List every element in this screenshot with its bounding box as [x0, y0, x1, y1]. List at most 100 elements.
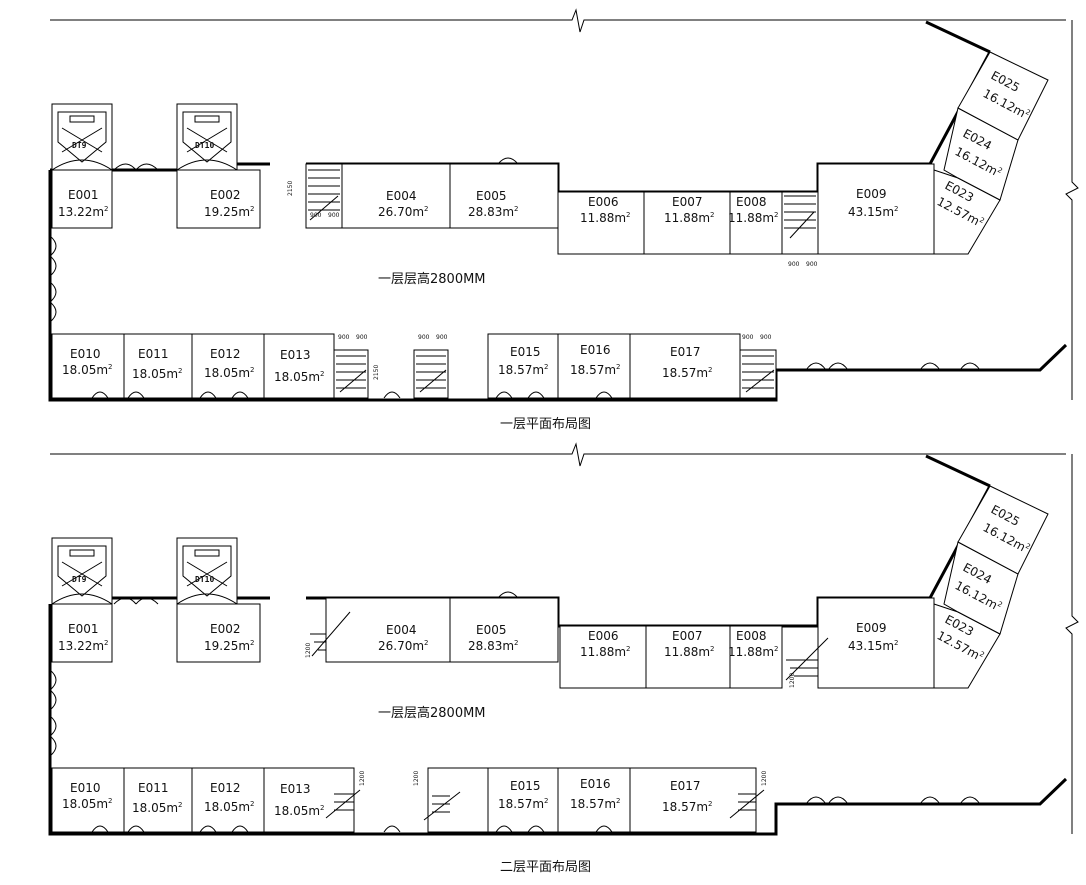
- dimension: 900: [328, 212, 340, 219]
- room-area: 13.22m2: [58, 205, 109, 219]
- room-e015: [487, 333, 559, 399]
- room-area: 11.88m2: [728, 211, 779, 225]
- dimension: 1200: [305, 643, 312, 658]
- room-e013: [263, 333, 335, 399]
- height-note: 一层层高2800MM: [378, 271, 486, 287]
- room-area: 18.57m2: [662, 366, 713, 380]
- room-area: 28.83m2: [468, 205, 519, 219]
- room-id: E007: [672, 629, 703, 643]
- room-id: E016: [580, 343, 611, 357]
- room-id: E005: [476, 623, 507, 637]
- room-area: 28.83m2: [468, 639, 519, 653]
- elevator-label: DT10: [195, 141, 214, 150]
- room-id: E002: [210, 622, 241, 636]
- room-e014: [427, 767, 489, 833]
- room-area: 18.05m2: [204, 800, 255, 814]
- room-area: 18.05m2: [62, 363, 113, 377]
- elevator-dt9: DT9: [51, 103, 113, 171]
- room-e009: [817, 597, 935, 689]
- room-area: 19.25m2: [204, 639, 255, 653]
- room-e005: [449, 163, 559, 229]
- room-area: 18.05m2: [274, 370, 325, 384]
- dimension: 900: [338, 334, 350, 341]
- stair-icon: [785, 637, 829, 681]
- elevator-dt9: DT9: [51, 537, 113, 605]
- room-area: 13.22m2: [58, 639, 109, 653]
- dimension: 900: [742, 334, 754, 341]
- room-e017: [629, 333, 741, 399]
- room-id: E013: [280, 782, 311, 796]
- room-e012: [191, 333, 265, 399]
- room-e005: [449, 597, 559, 663]
- room-area: 26.70m2: [378, 639, 429, 653]
- room-id: E013: [280, 348, 311, 362]
- room-id: E012: [210, 347, 241, 361]
- room-e016: [557, 333, 631, 399]
- floor-caption: 一层平面布局图: [500, 417, 591, 432]
- stair-icon: [310, 611, 351, 657]
- room-id: E009: [856, 621, 887, 635]
- dimension: 2150: [373, 365, 380, 380]
- dimension: 900: [418, 334, 430, 341]
- room-area: 43.15m2: [848, 205, 899, 219]
- room-id: E007: [672, 195, 703, 209]
- room-area: 18.05m2: [274, 804, 325, 818]
- height-note: 一层层高2800MM: [378, 705, 486, 721]
- room-area: 26.70m2: [378, 205, 429, 219]
- room-area: 18.57m2: [498, 363, 549, 377]
- room-id: E008: [736, 629, 767, 643]
- break-line: [50, 442, 1066, 467]
- dimension: 1200: [761, 771, 768, 786]
- boundary-line: [1065, 20, 1079, 400]
- room-area: 18.05m2: [62, 797, 113, 811]
- dimension: 900: [760, 334, 772, 341]
- room-e013: [263, 767, 355, 833]
- room-e004: [341, 163, 451, 229]
- stair-box: [305, 163, 343, 229]
- stair-icon: [742, 355, 775, 393]
- room-e011: [123, 767, 193, 833]
- room-e009: [817, 163, 935, 255]
- stair-icon: [416, 355, 447, 393]
- room-id: E001: [68, 622, 99, 636]
- room-id: E015: [510, 345, 541, 359]
- room-area: 11.88m2: [580, 645, 631, 659]
- room-e025: [957, 485, 1049, 575]
- room-e006: [557, 191, 645, 255]
- door-swing: [49, 235, 57, 323]
- room-area: 18.57m2: [570, 363, 621, 377]
- exterior-wall: [925, 454, 991, 488]
- room-area: 11.88m2: [728, 645, 779, 659]
- dimension: 900: [310, 212, 322, 219]
- room-e010: [51, 333, 125, 399]
- elevator-dt10: DT10: [176, 537, 238, 605]
- room-id: E012: [210, 781, 241, 795]
- dimension: 900: [436, 334, 448, 341]
- room-e017: [629, 767, 757, 833]
- room-e015: [487, 767, 559, 833]
- room-id: E004: [386, 189, 417, 203]
- room-e002: [176, 603, 261, 663]
- room-e001: [51, 169, 113, 229]
- room-id: E002: [210, 188, 241, 202]
- elevator-dt10: DT10: [176, 103, 238, 171]
- exterior-wall: [925, 20, 991, 54]
- floor-1-plan: DT9 DT10: [48, 8, 1079, 432]
- elevator-label: DT9: [72, 141, 87, 150]
- room-id: E004: [386, 623, 417, 637]
- floor-caption: 二层平面布局图: [500, 860, 591, 875]
- room-area: 18.57m2: [662, 800, 713, 814]
- door-swing: [49, 669, 57, 757]
- room-e023: [933, 169, 1001, 255]
- room-id: E010: [70, 781, 101, 795]
- room-id: E005: [476, 189, 507, 203]
- stair-icon: [325, 789, 361, 819]
- stair-box: [413, 349, 449, 399]
- dimension: 2150: [287, 181, 294, 196]
- stair-box: [781, 191, 819, 255]
- room-e002: [176, 169, 261, 229]
- dimension: 1200: [359, 771, 366, 786]
- room-area: 18.05m2: [132, 801, 183, 815]
- room-id: E006: [588, 195, 619, 209]
- stair-icon: [729, 789, 765, 819]
